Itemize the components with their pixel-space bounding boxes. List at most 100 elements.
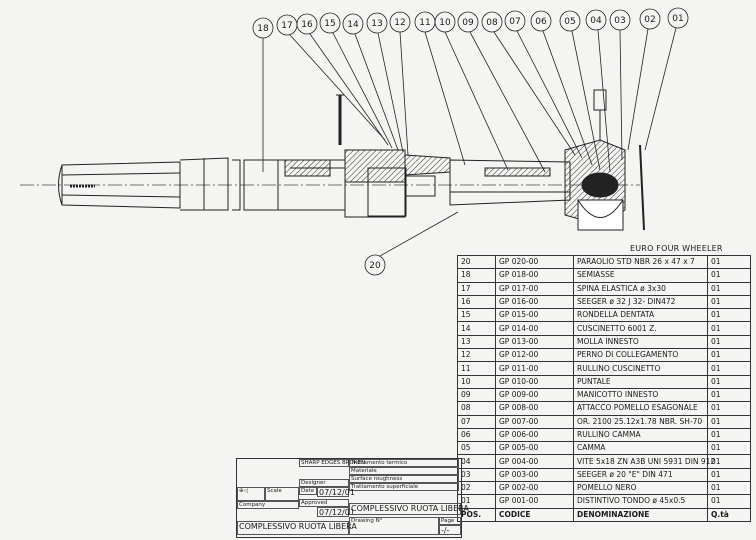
bom-name: SEEGER ø 20 "E" DIN 471 xyxy=(573,467,708,483)
drawing-title: EURO FOUR WHEELER xyxy=(630,244,723,253)
callout-label-13: 13 xyxy=(371,19,382,29)
tb-header1: SHARP EDGES BROKEN xyxy=(299,459,366,467)
bom-qty: 01 xyxy=(707,441,751,456)
bom-qty: 01 xyxy=(707,494,751,509)
callout-10 xyxy=(434,11,456,33)
callout-label-15: 15 xyxy=(324,19,335,29)
bom-name: OR. 2100 25.12x1.78 NBR. SH-70 xyxy=(573,414,708,429)
callout-label-18: 18 xyxy=(257,24,269,34)
callout-07 xyxy=(504,10,526,32)
callout-label-14: 14 xyxy=(347,20,359,30)
tb-part-name: COMPLESSIVO RUOTA LIBERA xyxy=(349,503,469,515)
callout-label-08: 08 xyxy=(486,18,498,28)
bom-pos: 18 xyxy=(457,268,496,283)
tb-part-name-2: COMPLESSIVO RUOTA LIBERA xyxy=(237,521,357,535)
tb-header2: Trattamento termico xyxy=(349,459,459,467)
callout-13 xyxy=(366,12,388,34)
callout-label-01: 01 xyxy=(672,14,683,24)
projection-icon: ⊕◁ xyxy=(239,488,248,494)
bom-name: POMELLO NERO xyxy=(573,481,708,496)
callout-label-11: 11 xyxy=(419,18,430,28)
bom-qty: 01 xyxy=(707,281,751,296)
callout-label-17: 17 xyxy=(281,21,292,31)
bom-name: PARAOLIO STD NBR 26 x 47 x 7 xyxy=(573,254,708,270)
hub-assembly xyxy=(336,94,451,218)
bom-pos: 15 xyxy=(457,308,496,323)
tb-material: Materiale xyxy=(349,467,459,475)
sleeve xyxy=(449,159,571,206)
callout-01 xyxy=(667,7,689,29)
bom-name: PERNO DI COLLEGAMENTO xyxy=(573,348,708,363)
bom-name: SEEGER ø 32 J 32- DIN472 xyxy=(573,294,708,310)
tb-company: Company xyxy=(237,501,299,509)
bom-code: GP 003-00 xyxy=(495,467,574,483)
callout-06 xyxy=(530,10,552,32)
bom-pos: 11 xyxy=(457,361,496,376)
bom-qty: 01 xyxy=(707,334,751,350)
bom-name: SEMIASSE xyxy=(573,268,708,283)
bom-name: MANICOTTO INNESTO xyxy=(573,387,708,403)
tb-date2: 07/12/01 xyxy=(317,507,355,517)
callout-08 xyxy=(481,11,503,33)
callout-20 xyxy=(364,254,386,276)
bom-qty: 01 xyxy=(707,427,751,443)
bom-pos: 07 xyxy=(457,414,496,429)
bom-name: CUSCINETTO 6001 Z. xyxy=(573,321,708,336)
bom-code: GP 017-00 xyxy=(495,281,574,296)
tb-page-label: Page xyxy=(439,517,461,525)
bom-pos: 02 xyxy=(457,481,496,496)
callout-label-04: 04 xyxy=(590,16,602,26)
callout-02 xyxy=(639,8,661,30)
bom-name: RONDELLA DENTATA xyxy=(573,308,708,323)
bom-qty: 01 xyxy=(707,361,751,376)
bom-qty: 01 xyxy=(707,254,751,270)
hex-end xyxy=(58,161,181,209)
bom-qty: 01 xyxy=(707,308,751,323)
bom-pos: 08 xyxy=(457,401,496,416)
tb-scale: Scale xyxy=(265,487,299,501)
bom-qty: 01 xyxy=(707,321,751,336)
callout-14 xyxy=(342,13,364,35)
bom-qty: 01 xyxy=(707,467,751,483)
bom-code: GP 015-00 xyxy=(495,308,574,323)
knob xyxy=(564,89,645,231)
callout-05 xyxy=(559,10,581,32)
bom-name: SPINA ELASTICA ø 3x30 xyxy=(573,281,708,296)
tb-date1: 07/12/01 xyxy=(317,487,355,497)
callout-09 xyxy=(457,11,479,33)
callout-label-03: 03 xyxy=(614,16,625,26)
bom-name: MOLLA INNESTO xyxy=(573,334,708,350)
callout-15 xyxy=(319,12,341,34)
bom-qty: 01 xyxy=(707,481,751,496)
callout-label-07: 07 xyxy=(509,17,520,27)
bom-pos: 20 xyxy=(457,254,496,270)
callout-label-02: 02 xyxy=(644,15,655,25)
bom-code: GP 008-00 xyxy=(495,401,574,416)
bom-pos: 16 xyxy=(457,294,496,310)
bom-name: VITE 5x18 ZN A3B UNI 5931 DIN 912 xyxy=(573,454,715,469)
bom-code: GP 016-00 xyxy=(495,294,574,310)
bom-pos: 04 xyxy=(457,454,496,469)
bom-code: GP 005-00 xyxy=(495,441,574,456)
tb-symbol: ⊕◁ xyxy=(237,487,265,501)
bom-pos: 14 xyxy=(457,321,496,336)
callout-label-20: 20 xyxy=(369,261,381,271)
bom-code: GP 002-00 xyxy=(495,481,574,496)
bom-qty: 01 xyxy=(707,454,751,469)
bom-name: ATTACCO POMELLO ESAGONALE xyxy=(573,401,708,416)
bom-header-qty: Q.tà xyxy=(707,507,751,522)
bom-header-code: CODICE xyxy=(495,507,574,522)
bom-name: DISTINTIVO TONDO ø 45x0.5 xyxy=(573,494,708,509)
tb-approved: Approved xyxy=(299,499,349,507)
